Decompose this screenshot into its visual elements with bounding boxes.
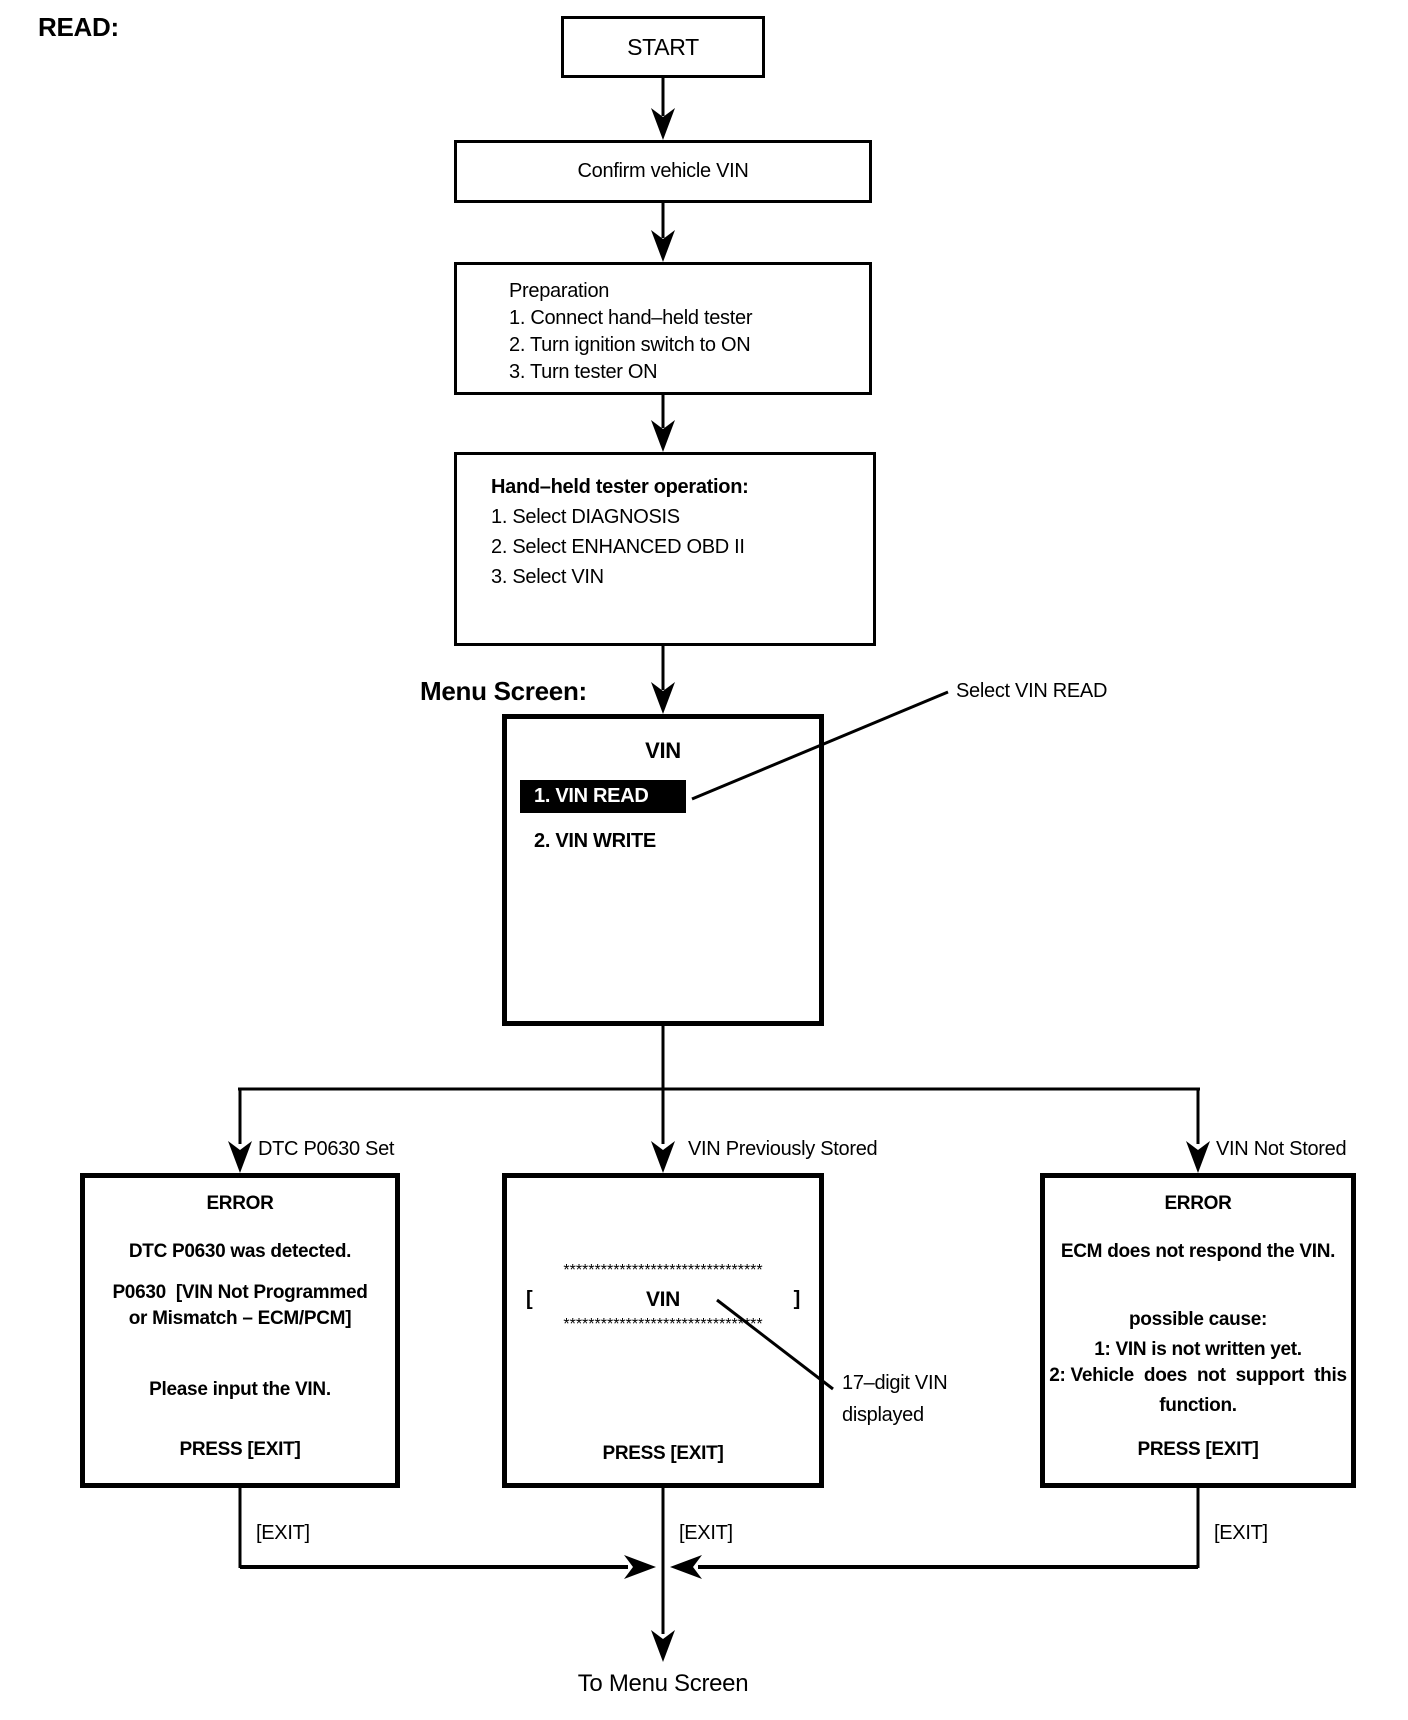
menu-screen-label: Menu Screen: bbox=[420, 676, 587, 706]
confirm-vin-box: Confirm vehicle VIN bbox=[454, 140, 872, 203]
select-vin-read-callout: Select VIN READ bbox=[956, 680, 1108, 702]
press-exit-text: PRESS [EXIT] bbox=[602, 1443, 724, 1464]
asterisk-row: ******************************** bbox=[563, 1262, 763, 1279]
error-text: possible cause: bbox=[1128, 1309, 1268, 1330]
error-title: ERROR bbox=[206, 1193, 274, 1214]
start-label: START bbox=[627, 33, 699, 60]
bracket-open: [ bbox=[526, 1288, 533, 1310]
tester-operation-title: Hand–held tester operation: bbox=[491, 476, 749, 498]
vin-digits-callout: 17–digit VIN bbox=[842, 1372, 948, 1394]
vin-display-label: VIN bbox=[645, 1288, 681, 1311]
preparation-title: Preparation bbox=[509, 280, 610, 302]
tester-operation-step: 2. Select ENHANCED OBD II bbox=[491, 536, 745, 558]
error-text: 2: Vehicle does not support this bbox=[1049, 1365, 1347, 1386]
preparation-step: 1. Connect hand–held tester bbox=[509, 307, 753, 329]
vin-display-row: [ VIN ] bbox=[526, 1288, 800, 1312]
to-menu-screen-label: To Menu Screen bbox=[577, 1670, 749, 1697]
tester-operation-box: Hand–held tester operation: 1. Select DI… bbox=[454, 452, 876, 646]
menu-item-vin-write: 2. VIN WRITE bbox=[534, 830, 656, 852]
branch-label-dtc-p0630-set: DTC P0630 Set bbox=[258, 1138, 395, 1160]
vin-digits-callout: displayed bbox=[842, 1404, 924, 1426]
asterisk-row: ******************************** bbox=[563, 1316, 763, 1333]
bracket-close: ] bbox=[793, 1288, 801, 1310]
exit-label-left: [EXIT] bbox=[256, 1522, 310, 1544]
error-box-dtc-p0630 bbox=[80, 1173, 400, 1488]
preparation-box: Preparation 1. Connect hand–held tester … bbox=[454, 262, 872, 395]
menu-item-vin-read: 1. VIN READ bbox=[520, 780, 686, 813]
error-text: DTC P0630 was detected. bbox=[128, 1241, 352, 1262]
press-exit-text: PRESS [EXIT] bbox=[179, 1439, 301, 1460]
tester-operation-step: 3. Select VIN bbox=[491, 566, 604, 588]
page-title: READ: bbox=[38, 12, 119, 42]
confirm-vin-label: Confirm vehicle VIN bbox=[577, 160, 749, 182]
error-text: 1: VIN is not written yet. bbox=[1094, 1339, 1302, 1360]
branch-label-vin-not-stored: VIN Not Stored bbox=[1216, 1138, 1347, 1160]
error-box-vin-not-stored bbox=[1040, 1173, 1356, 1488]
preparation-step: 2. Turn ignition switch to ON bbox=[509, 334, 751, 356]
preparation-step: 3. Turn tester ON bbox=[509, 361, 658, 383]
exit-label-right: [EXIT] bbox=[1214, 1522, 1268, 1544]
start-box: START bbox=[561, 16, 765, 78]
error-text: P0630 [VIN Not Programmed bbox=[112, 1282, 368, 1303]
menu-screen-title: VIN bbox=[645, 738, 681, 763]
error-title: ERROR bbox=[1164, 1193, 1232, 1214]
exit-label-middle: [EXIT] bbox=[679, 1522, 733, 1544]
press-exit-text: PRESS [EXIT] bbox=[1137, 1439, 1259, 1460]
tester-operation-step: 1. Select DIAGNOSIS bbox=[491, 506, 680, 528]
error-text: function. bbox=[1159, 1395, 1237, 1416]
error-text: Please input the VIN. bbox=[149, 1379, 331, 1400]
error-text: ECM does not respond the VIN. bbox=[1060, 1241, 1336, 1262]
error-text: or Mismatch – ECM/PCM] bbox=[128, 1308, 352, 1329]
branch-label-vin-previously-stored: VIN Previously Stored bbox=[688, 1138, 878, 1160]
